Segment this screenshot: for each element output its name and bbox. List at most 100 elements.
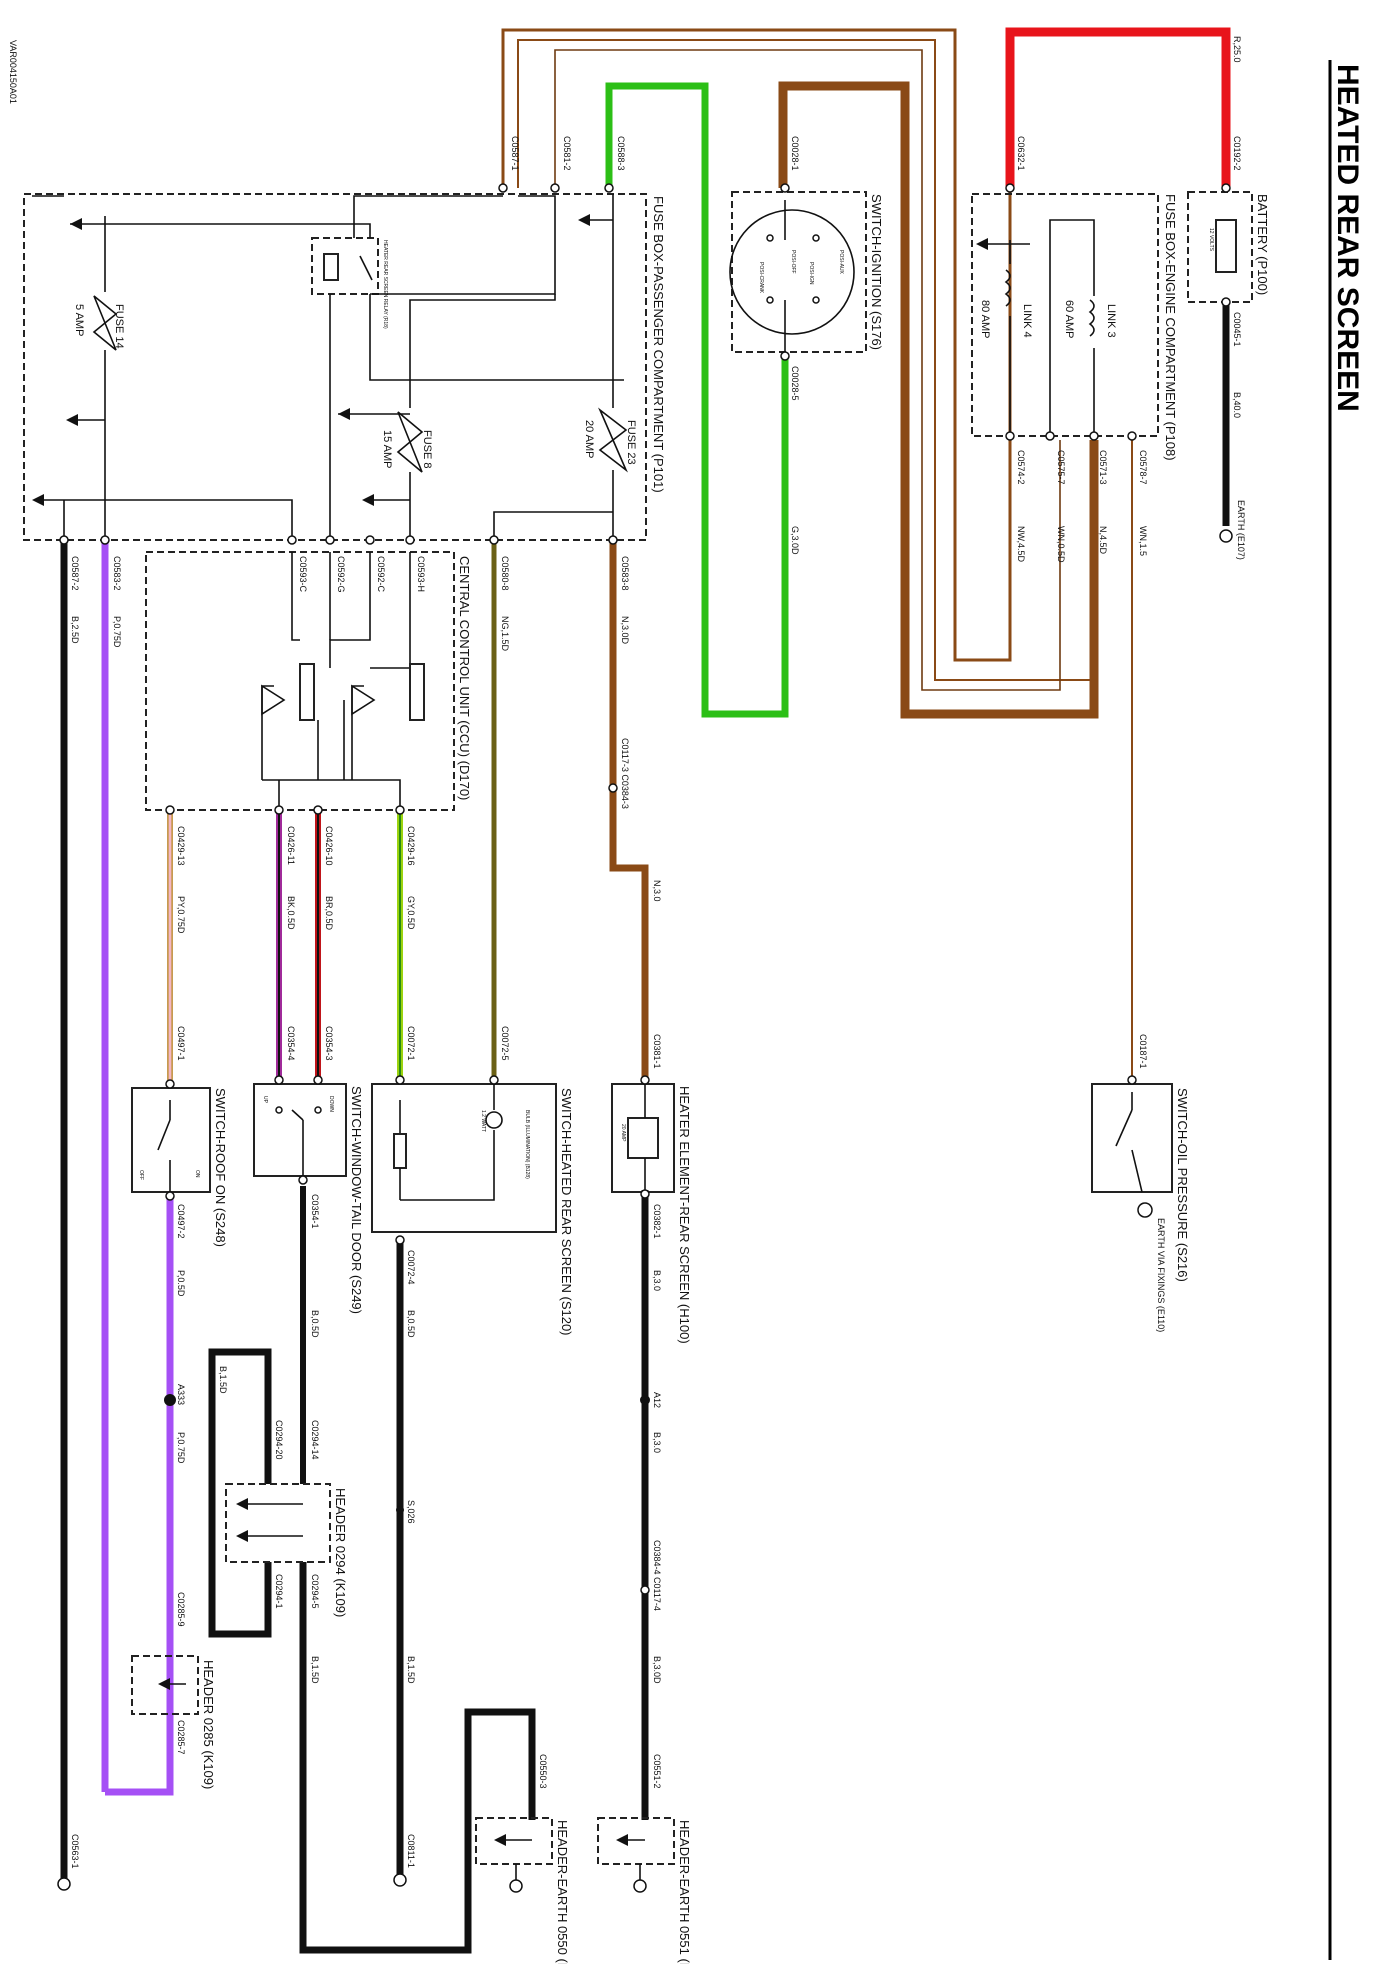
ccu-label: CENTRAL CONTROL UNIT (CCU) (D170) [457, 556, 472, 800]
splice-a333 [164, 1394, 176, 1406]
lbl-ng-15: NG,1.5D [500, 616, 510, 652]
lbl-c0574-2: C0574-2 [1016, 450, 1026, 485]
fuse23-label: FUSE 23 [625, 420, 637, 465]
bulb-watt: 1.2 WATT [480, 1110, 486, 1132]
lbl-c0550-3: C0550-3 [538, 1754, 548, 1789]
lbl-c0593-h: C0593-H [416, 556, 426, 592]
lbl-c0045-1: C0045-1 [1232, 312, 1242, 347]
drawing-ref: VAR004150A01 [8, 40, 18, 104]
relay-box [311, 237, 379, 295]
lbl-b-05b: B,0.5D [406, 1310, 416, 1338]
lbl-c0592-g: C0592-G [336, 556, 346, 593]
lbl-c0578-7: C0578-7 [1138, 450, 1148, 485]
fusebox-engine: FUSE BOX-ENGINE COMPARTMENT (P108) LINK … [971, 193, 1178, 461]
lbl-c0354-4: C0354-4 [286, 1026, 296, 1061]
header-0285: HEADER 0285 (K109) [131, 1655, 216, 1789]
lbl-b-15c: B,1.5D [406, 1656, 416, 1684]
switch-oil-pressure: SWITCH-OIL PRESSURE (S216) EARTH VIA FIX… [1091, 1083, 1190, 1332]
link3-label: LINK 3 [1105, 304, 1117, 338]
switch-window-tail-door: UP DOWN SWITCH-WINDOW-TAIL DOOR (S249) [253, 1083, 364, 1314]
lbl-n-30d: N,3.0D [620, 616, 630, 645]
fuse14-rating: 5 AMP [73, 304, 85, 336]
label-earth-e107: EARTH (E107) [1236, 500, 1246, 560]
lbl-c0117-c0384: C0117-3 C0384-3 [620, 738, 630, 809]
lbl-c0429-13: C0429-13 [176, 826, 186, 866]
lbl-c0294-1: C0294-1 [274, 1574, 284, 1609]
lbl-c0072-5: C0072-5 [500, 1026, 510, 1061]
header0285-label: HEADER 0285 (K109) [201, 1660, 216, 1789]
lbl-c0592-c: C0592-C [376, 556, 386, 593]
lbl-b-40: B,40.0 [1232, 392, 1242, 418]
earth-c0811-terminal [393, 1873, 407, 1887]
wire-brown-thin-1 [501, 28, 1012, 662]
roof-switch-label: SWITCH-ROOF ON (S248) [213, 1088, 228, 1247]
ignition-label: SWITCH-IGNITION (S176) [869, 194, 884, 350]
lbl-a333: A333 [176, 1384, 186, 1405]
hrs-switch-label: SWITCH-HEATED REAR SCREEN (S120) [559, 1088, 574, 1336]
lbl-c0354-1: C0354-1 [310, 1194, 320, 1229]
link4-label: LINK 4 [1021, 304, 1033, 338]
lbl-bk-05: BK,0.5D [286, 896, 296, 930]
lbl-c0580-8: C0580-8 [500, 556, 510, 591]
lbl-br-05: BR,0.5D [324, 896, 334, 931]
oil-switch-label: SWITCH-OIL PRESSURE (S216) [1175, 1088, 1190, 1282]
rs-on: ON [194, 1170, 200, 1178]
fuse14-label: FUSE 14 [113, 304, 125, 349]
lbl-n-30: N,3.0 [652, 880, 662, 902]
lbl-b-15a: B,1.5D [218, 1366, 228, 1394]
battery-label: BATTERY (P100) [1255, 194, 1270, 295]
lbl-b-30c: B,3.0D [652, 1656, 662, 1684]
header-earth-0550-label: HEADER-EARTH 0550 (K108) [555, 1820, 570, 1964]
lbl-c0285-7: C0285-7 [176, 1720, 186, 1755]
wire-green [605, 82, 789, 718]
lbl-p-05: P,0.5D [176, 1270, 186, 1297]
lbl-c0583-8: C0583-8 [620, 556, 630, 591]
lbl-r-25: R,25.0 [1232, 36, 1242, 63]
lbl-c0072-1: C0072-1 [406, 1026, 416, 1061]
lbl-gy-05: GY,0.5D [406, 896, 416, 930]
oil-earth-label: EARTH VIA FIXINGS (E110) [1156, 1218, 1166, 1332]
lbl-c0382-1: C0382-1 [652, 1204, 662, 1239]
page-title: HEATED REAR SCREEN [1331, 64, 1364, 412]
ign-pos-ign: POSI-IGN [808, 262, 814, 285]
lbl-a12: A12 [652, 1392, 662, 1408]
lbl-c0632-1: C0632-1 [1016, 136, 1026, 171]
earth-e107-terminal [1219, 529, 1233, 543]
ign-pos-crank: POSI-CRANK [758, 262, 764, 294]
switch-ignition: SWITCH-IGNITION (S176) POSI-AUX POSI-IGN… [729, 191, 884, 353]
fusebox-passenger: FUSE BOX-PASSENGER COMPARTMENT (P101) FU… [23, 193, 666, 541]
lbl-c0028-1: C0028-1 [790, 136, 800, 171]
lbl-c0587-1: C0587-1 [510, 136, 520, 171]
header0294-label: HEADER 0294 (K109) [333, 1488, 348, 1617]
lbl-c0593-c: C0593-C [298, 556, 308, 593]
lbl-c0072-4: C0072-4 [406, 1250, 416, 1285]
lbl-c0571-3: C0571-3 [1098, 450, 1108, 485]
relay-label: HEATER REAR SCREEN RELAY (R18) [382, 240, 388, 329]
link4-rating: 80 AMP [979, 300, 991, 339]
fuse23-rating: 20 AMP [583, 420, 595, 459]
lbl-c0294-14: C0294-14 [310, 1420, 320, 1460]
lbl-s-026: S,026 [406, 1500, 416, 1524]
lbl-c0354-3: C0354-3 [324, 1026, 334, 1061]
splice-s026 [396, 1506, 404, 1514]
wire-black-header-loop [208, 1348, 272, 1638]
lbl-c0583-2: C0583-2 [112, 556, 122, 591]
ign-pos-aux: POSI-AUX [838, 250, 844, 275]
splice-a12 [640, 1395, 650, 1405]
wire-black-loop [299, 1562, 536, 1954]
lbl-c0588-3: C0588-3 [616, 136, 626, 171]
wire-labels: C0192-2 R,25.0 C0045-1 B,40.0 C0632-1 C0… [70, 36, 1242, 1869]
wire-brown-ignition [778, 81, 1099, 719]
battery-volts: 12 VOLTS [1208, 228, 1214, 252]
lbl-b-30a: B,3.0 [652, 1270, 662, 1291]
lbl-c0294-5: C0294-5 [310, 1574, 320, 1609]
lbl-wn-15: WN,1.5 [1138, 526, 1148, 556]
heater-element: 20 AMP HEATER ELEMENT-REAR SCREEN (H100) [611, 1083, 692, 1344]
lbl-b-25: B,2.5D [70, 616, 80, 644]
lbl-c0384-c0117: C0384-4 C0117-4 [652, 1540, 662, 1611]
lbl-c0575-7: C0575-7 [1056, 450, 1066, 485]
rs-off: OFF [138, 1170, 144, 1180]
lbl-nw-45: NW,4.5D [1016, 526, 1026, 563]
lbl-c0429-16: C0429-16 [406, 826, 416, 866]
lbl-c0497-2: C0497-2 [176, 1204, 186, 1239]
